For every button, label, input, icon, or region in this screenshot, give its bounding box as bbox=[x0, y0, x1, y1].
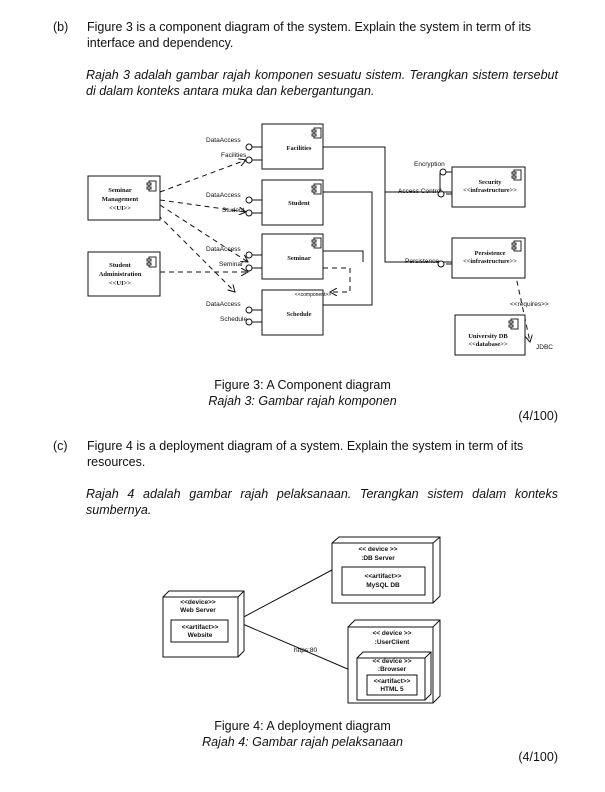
user-client-node bbox=[347, 619, 441, 704]
seminar-mgmt-line1: Seminar bbox=[108, 187, 132, 194]
figure-3-caption: Figure 3: A Component diagram bbox=[214, 378, 391, 392]
university-db-line1: University DB bbox=[468, 333, 508, 340]
db-server-stereo: << device >> bbox=[358, 546, 397, 553]
access-control-label: Access Control bbox=[398, 188, 442, 195]
student-label: Student bbox=[288, 200, 311, 207]
seminar-mgmt-line3: <<UI>> bbox=[109, 205, 131, 212]
if-seminar-dataaccess: DataAccess bbox=[206, 246, 241, 253]
persistence-line2: <<infrastructure>> bbox=[463, 258, 517, 265]
schedule-box bbox=[261, 289, 324, 336]
component-stereotype: <<component>> bbox=[295, 292, 331, 298]
question-c: (c) Figure 4 is a deployment diagram of … bbox=[53, 438, 573, 472]
user-client-stereo: << device >> bbox=[372, 630, 411, 637]
jdbc-label: JDBC bbox=[536, 344, 553, 351]
html5-stereo: <<artifact>> bbox=[374, 678, 411, 685]
student-admin-line3: <<UI>> bbox=[109, 280, 131, 287]
question-b: (b) Figure 3 is a component diagram of t… bbox=[53, 19, 573, 53]
db-server-name: :DB Server bbox=[361, 555, 395, 562]
university-db-line2: <<database>> bbox=[468, 341, 508, 348]
https-link-label: https:80 bbox=[294, 647, 318, 654]
facilities-label: Facilities bbox=[287, 145, 312, 152]
mysql-name: MySQL DB bbox=[366, 582, 400, 589]
figure-4-caption-malay: Rajah 4: Gambar rajah pelaksanaan bbox=[202, 735, 403, 749]
question-b-malay: Rajah 3 adalah gambar rajah komponen ses… bbox=[86, 68, 558, 98]
security-line2: <<infrastructure>> bbox=[463, 187, 517, 194]
question-b-text: Figure 3 is a component diagram of the s… bbox=[87, 20, 531, 50]
schedule-label: Schedule bbox=[287, 311, 312, 318]
student-admin-line2: Administration bbox=[99, 271, 142, 278]
user-client-name: :UserClient bbox=[375, 639, 411, 646]
db-server-node bbox=[331, 536, 441, 604]
html5-name: HTML 5 bbox=[380, 686, 404, 693]
persistence-line1: Persistence bbox=[474, 250, 505, 257]
web-server-name: Web Server bbox=[180, 607, 216, 614]
question-c-text: Figure 4 is a deployment diagram of a sy… bbox=[87, 439, 524, 469]
if-student-student: Student bbox=[222, 207, 245, 214]
web-server-stereo: <<device>> bbox=[180, 599, 216, 606]
security-line1: Security bbox=[478, 179, 502, 186]
browser-name: :Browser bbox=[378, 666, 407, 673]
website-name: Website bbox=[188, 632, 213, 639]
if-schedule-schedule: Schedule bbox=[220, 316, 247, 323]
persistence-if-label: Persistence bbox=[405, 258, 439, 265]
if-facilities-dataaccess: DataAccess bbox=[206, 137, 241, 144]
component-diagram: Seminar Management <<UI>> Student Admini… bbox=[87, 123, 553, 356]
requires-label: <<requires>> bbox=[510, 301, 549, 308]
encryption-label: Encryption bbox=[414, 161, 445, 168]
question-b-label: (b) bbox=[53, 20, 69, 34]
if-seminar-seminar: Seminar bbox=[219, 261, 244, 268]
browser-stereo: << device >> bbox=[372, 658, 411, 665]
web-server-node bbox=[162, 590, 245, 658]
student-admin-line1: Student bbox=[109, 262, 132, 269]
website-stereo: <<artifact>> bbox=[182, 624, 219, 631]
question-c-label: (c) bbox=[53, 439, 68, 453]
component-icon bbox=[146, 127, 522, 330]
question-c-marks: (4/100) bbox=[518, 750, 558, 764]
figure-4-caption: Figure 4: A deployment diagram bbox=[214, 719, 391, 733]
question-c-malay: Rajah 4 adalah gambar rajah pelaksanaan.… bbox=[86, 487, 558, 517]
question-b-marks: (4/100) bbox=[518, 409, 558, 423]
seminar-mgmt-line2: Management bbox=[102, 196, 139, 203]
if-student-dataaccess: DataAccess bbox=[206, 192, 241, 199]
mysql-stereo: <<artifact>> bbox=[365, 573, 402, 580]
seminar-label: Seminar bbox=[287, 255, 311, 262]
if-schedule-dataaccess: DataAccess bbox=[206, 301, 241, 308]
figure-3-caption-malay: Rajah 3: Gambar rajah komponen bbox=[208, 394, 397, 408]
if-facilities-facilities: Facilities bbox=[221, 152, 247, 159]
